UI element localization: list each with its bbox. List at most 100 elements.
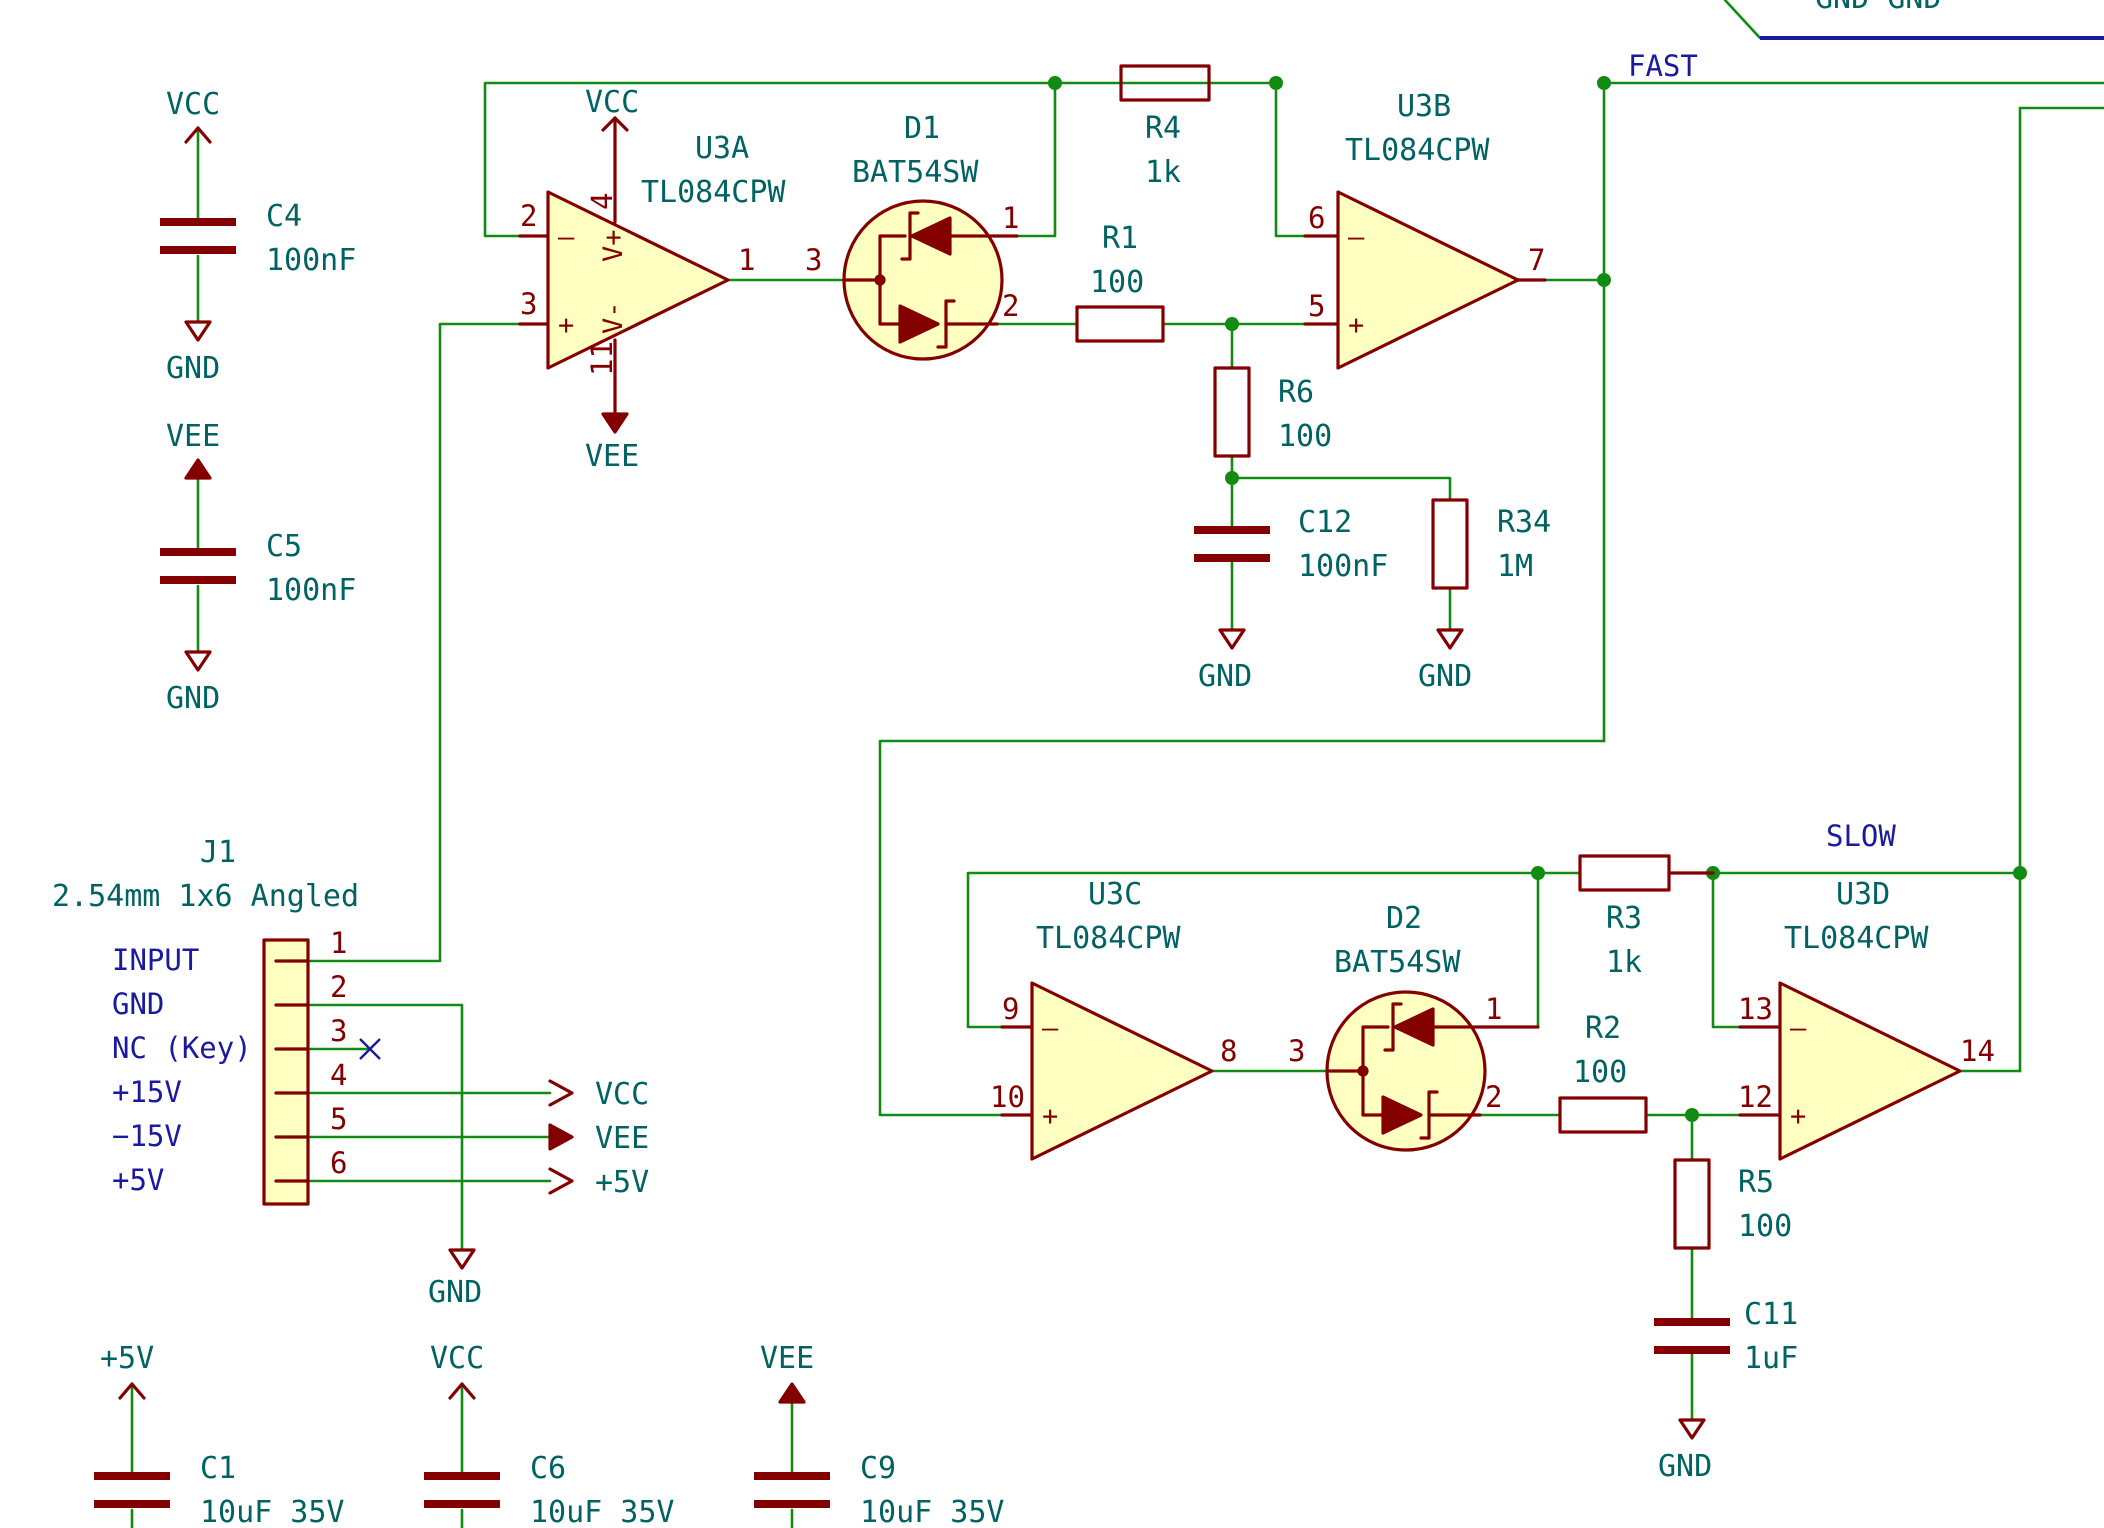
ref-designator: U3B: [1397, 89, 1451, 124]
resistor-r5[interactable]: R5 100: [1673, 1158, 1792, 1250]
resistor-r2[interactable]: R2 100: [1558, 1011, 1648, 1134]
vcc-arrow-icon: [184, 126, 212, 144]
power-label-vcc: VCC: [585, 85, 639, 120]
part-value: 10uF 35V: [860, 1495, 1005, 1528]
capacitor-c4[interactable]: C4 100nF: [160, 199, 356, 278]
pin-number: 1: [1002, 201, 1019, 235]
opamp-u3c[interactable]: – + 9 10 8 U3C TL084CPW: [990, 877, 1237, 1161]
diode-d2[interactable]: 3 1 2 D2 BAT54SW: [1288, 901, 1540, 1152]
svg-text:+: +: [1790, 1101, 1806, 1132]
power-arrow-icon: [118, 1382, 146, 1400]
power-arrow-icon: [548, 1167, 574, 1195]
ref-designator: R4: [1145, 111, 1181, 146]
ground-icon: [1678, 1418, 1706, 1440]
pin-number: 11: [585, 341, 619, 376]
vcc-arrow-icon: [448, 1382, 476, 1400]
power-label-vee: VEE: [760, 1341, 814, 1376]
power-label-gnd: GND: [428, 1275, 482, 1310]
pin-number: 1: [1485, 992, 1502, 1026]
capacitor-c12[interactable]: C12 100nF: [1194, 505, 1388, 584]
part-value: TL084CPW: [1784, 921, 1929, 956]
resistor-body: [1075, 305, 1165, 343]
ground-icon: [184, 650, 212, 672]
ref-designator: R34: [1497, 505, 1551, 540]
pin-number: 3: [330, 1014, 347, 1048]
resistor-body: [1558, 1096, 1648, 1134]
capacitor-c1[interactable]: +5V C1 10uF 35V: [94, 1341, 345, 1528]
resistor-r1[interactable]: R1 100: [1075, 221, 1165, 343]
svg-text:–: –: [1348, 222, 1365, 253]
vee-arrow-icon: [548, 1123, 574, 1151]
power-label-vee: VEE: [595, 1121, 649, 1156]
part-value: 100: [1278, 419, 1332, 454]
part-value: 1uF: [1744, 1341, 1798, 1376]
vee-arrow-icon: [184, 458, 212, 480]
resistor-body: [1578, 854, 1671, 892]
pin-number: 4: [330, 1058, 347, 1092]
pin-number: 6: [330, 1146, 347, 1180]
junction-dot: [1225, 471, 1239, 485]
pin-number: 2: [520, 199, 537, 233]
ref-designator: C11: [1744, 1297, 1798, 1332]
opamp-u3d[interactable]: – + 13 12 14 U3D TL084CPW: [1738, 877, 1995, 1161]
part-value: 2.54mm 1x6 Angled: [52, 879, 359, 914]
sheet-fragment-label: GND GND: [1815, 0, 1941, 16]
junction-dot: [1531, 866, 1545, 880]
connector-j1[interactable]: J1 2.54mm 1x6 Angled 1 2 3 4 5 6 INPUT G…: [52, 835, 649, 1206]
schottky-diode-icon: [898, 304, 940, 344]
no-connect-icon: [359, 1038, 381, 1060]
power-label-gnd: GND: [1418, 659, 1472, 694]
capacitor-c6[interactable]: VCC C6 10uF 35V: [424, 1341, 675, 1528]
ref-designator: R2: [1585, 1011, 1621, 1046]
part-value: BAT54SW: [852, 155, 979, 190]
part-value: TL084CPW: [1345, 133, 1490, 168]
net-label-fast[interactable]: FAST: [1628, 49, 1698, 83]
ref-designator: U3C: [1088, 877, 1142, 912]
power-label-vcc: VCC: [430, 1341, 484, 1376]
ref-designator: C12: [1298, 505, 1352, 540]
resistor-r4[interactable]: R4 1k: [1119, 64, 1211, 190]
pin-number: 6: [1308, 201, 1325, 235]
power-label-vcc: VCC: [595, 1077, 649, 1112]
capacitor-c11[interactable]: C11 1uF: [1654, 1297, 1798, 1376]
resistor-r6[interactable]: R6 100: [1213, 366, 1332, 458]
junction-dot: [1225, 317, 1239, 331]
opamp-body: [1030, 981, 1214, 1161]
ref-designator: U3A: [695, 131, 749, 166]
pin-number: 14: [1960, 1034, 1995, 1068]
svg-text:–: –: [1042, 1013, 1059, 1044]
capacitor-c5[interactable]: C5 100nF: [160, 529, 356, 608]
power-label-gnd: GND: [166, 351, 220, 386]
pin-number: 9: [1002, 992, 1019, 1026]
pin-number: 3: [1288, 1034, 1305, 1068]
wires: [196, 81, 2104, 1422]
junction-dot: [1269, 76, 1283, 90]
part-value: 100: [1573, 1055, 1627, 1090]
pin-number: 5: [330, 1102, 347, 1136]
opamp-body: [1336, 190, 1520, 370]
pin-number: 12: [1738, 1080, 1773, 1114]
ref-designator: C1: [200, 1451, 236, 1486]
vcc-arrow-icon: [548, 1079, 574, 1107]
power-label-5v: +5V: [100, 1341, 154, 1376]
pin-number: 3: [805, 243, 822, 277]
resistor-r34[interactable]: R34 1M: [1431, 498, 1551, 590]
diode-d1[interactable]: 3 1 2 D1 BAT54SW: [805, 111, 1019, 361]
pin-number: 2: [330, 970, 347, 1004]
svg-text:–: –: [1790, 1013, 1807, 1044]
hierarchical-sheet-fragment[interactable]: GND GND: [1723, 0, 2104, 40]
junction-dot: [1597, 273, 1611, 287]
pin-label: INPUT: [112, 943, 199, 977]
net-label-slow[interactable]: SLOW: [1826, 819, 1896, 853]
ref-designator: C4: [266, 199, 302, 234]
opamp-u3b[interactable]: – + 6 5 7 U3B TL084CPW: [1303, 89, 1547, 370]
opamp-u3a[interactable]: – + V+ V- 2 3 1 4 11 VCC VEE U3A TL084CP…: [518, 85, 786, 474]
resistor-r3[interactable]: R3 1k: [1578, 854, 1715, 980]
capacitor-c9[interactable]: VEE C9 10uF 35V: [754, 1341, 1005, 1528]
opamp-body: [1778, 981, 1962, 1161]
ref-designator: C6: [530, 1451, 566, 1486]
part-value: 100nF: [266, 573, 356, 608]
ref-designator: D1: [904, 111, 940, 146]
ref-designator: R1: [1102, 221, 1138, 256]
